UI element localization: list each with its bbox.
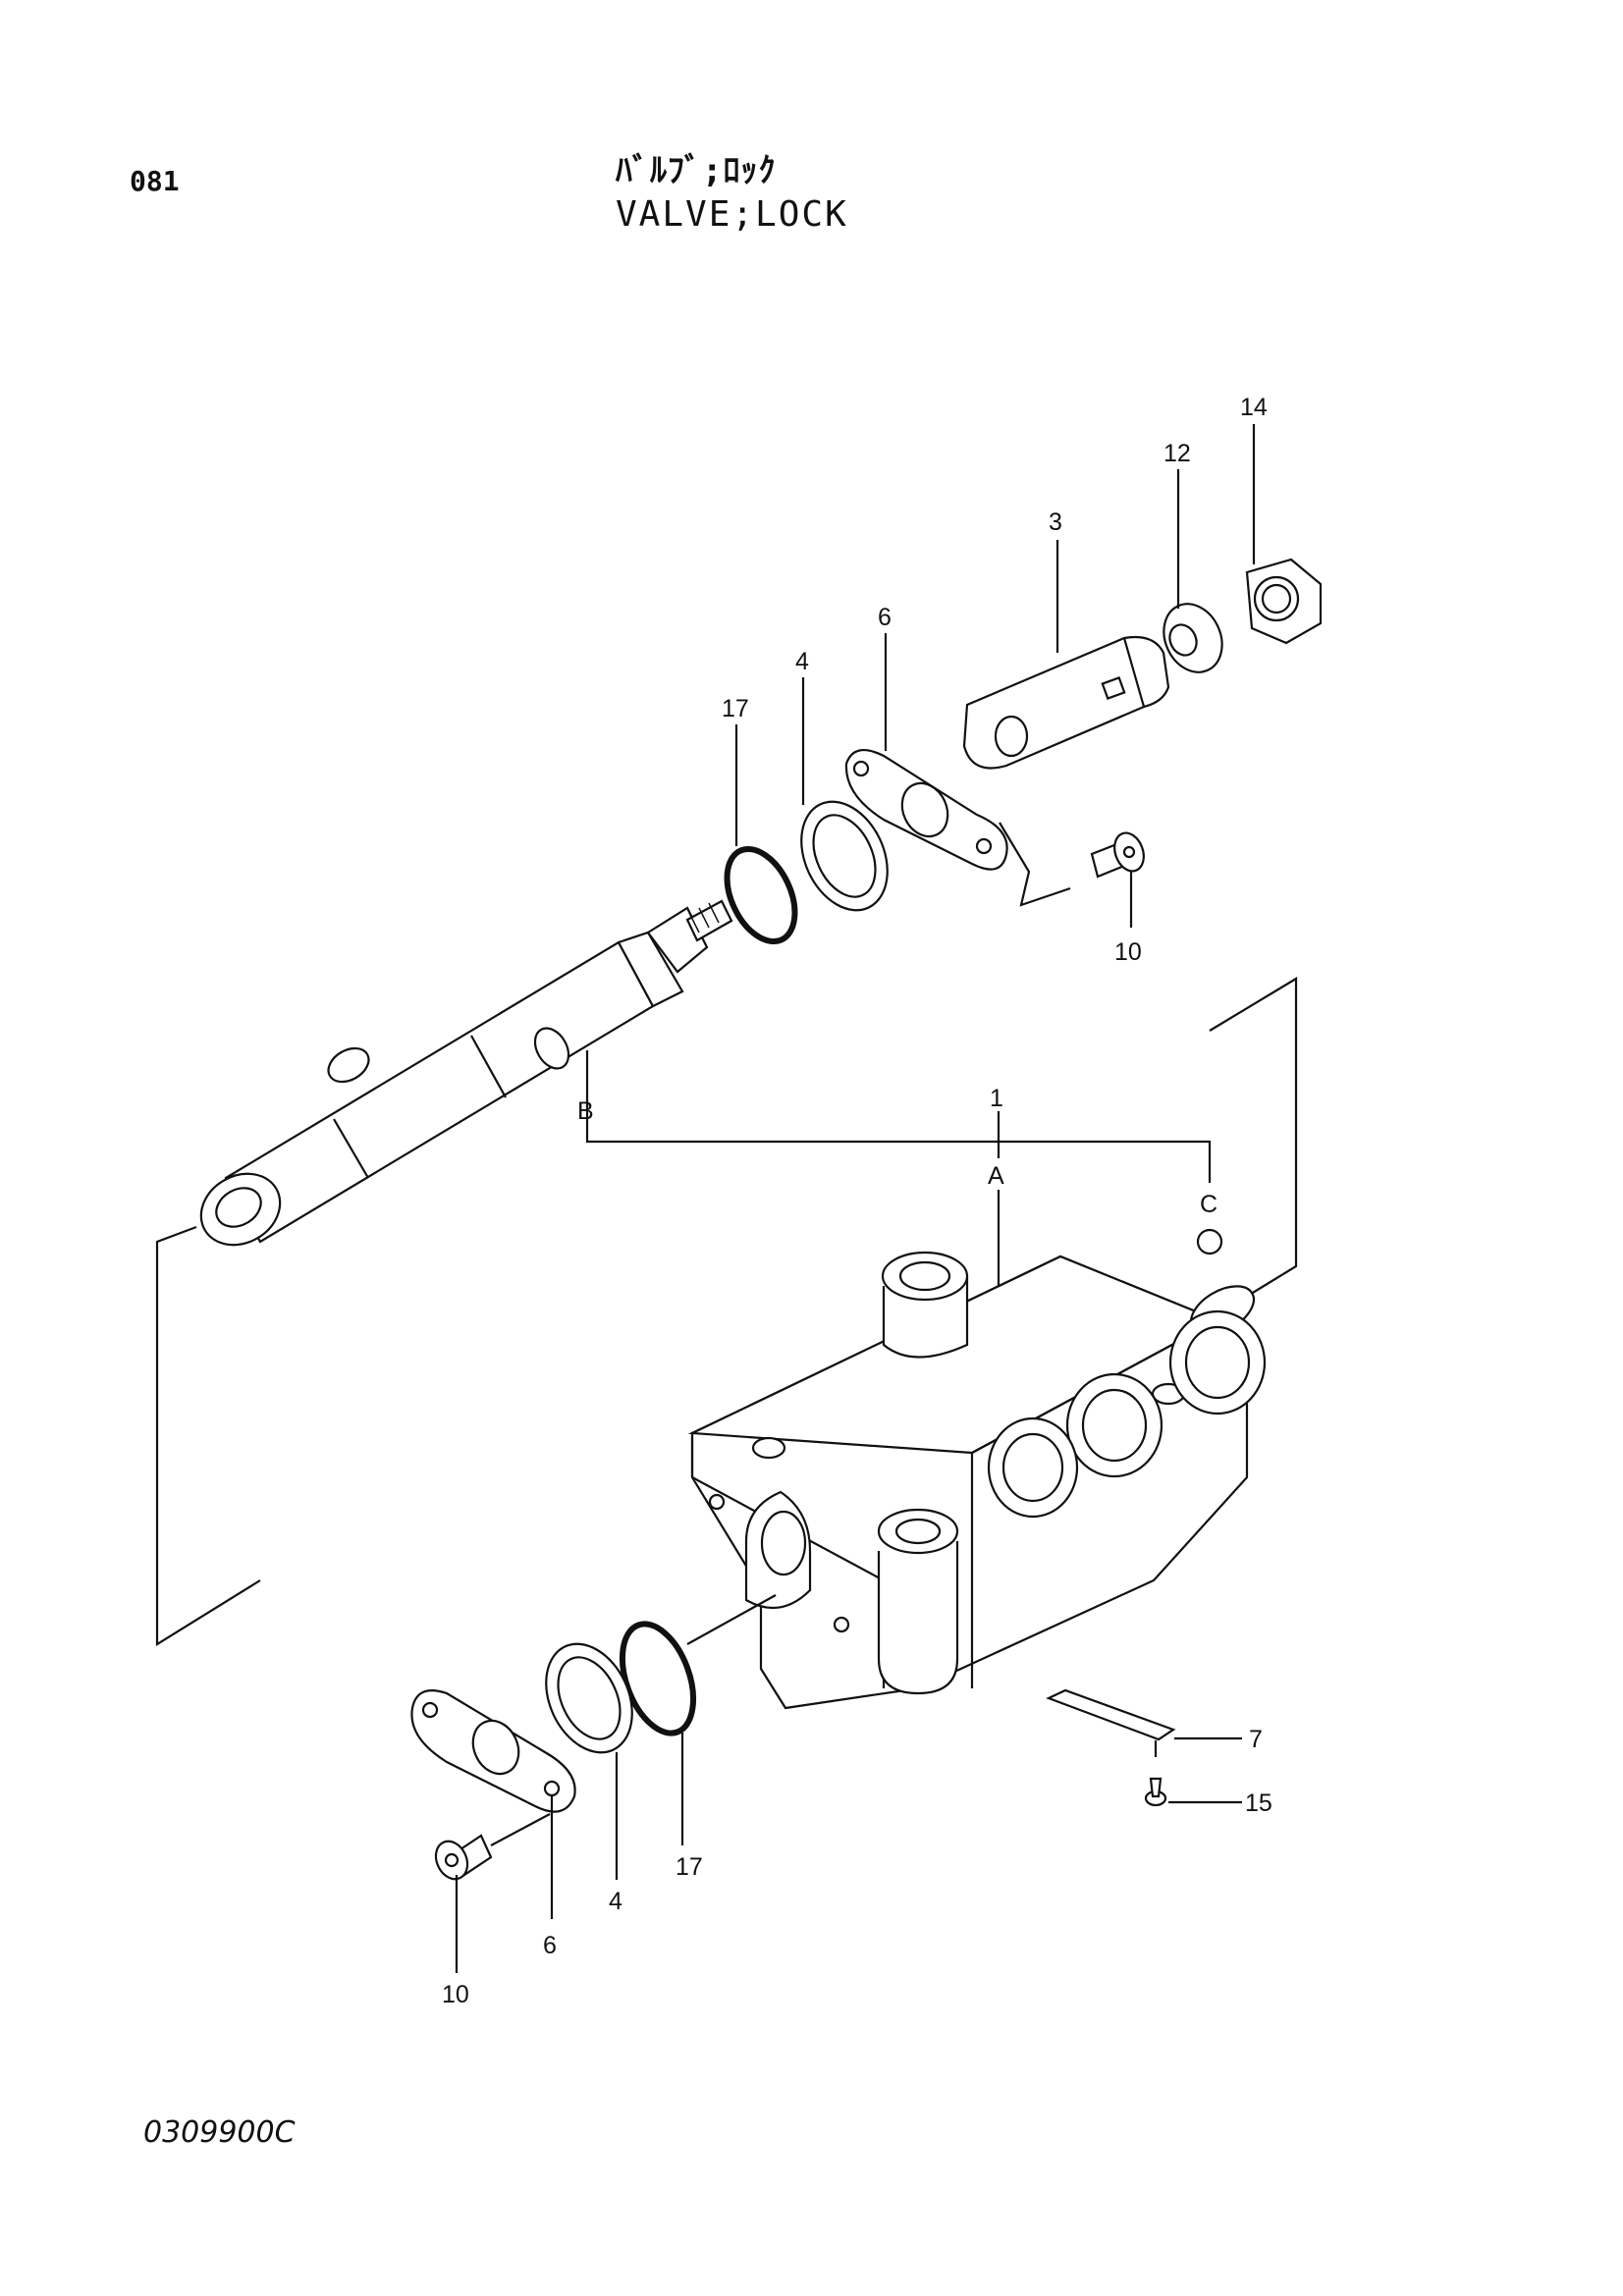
spool-part: [199, 899, 733, 1247]
snap-ring-12: [1163, 603, 1223, 673]
callout-14: 14: [1240, 394, 1268, 421]
callout-10-top: 10: [1114, 938, 1142, 966]
callout-1: 1: [990, 1085, 1003, 1112]
callout-10-bottom: 10: [442, 1981, 469, 2008]
lever-3: [962, 635, 1170, 770]
callout-7: 7: [1249, 1726, 1263, 1753]
flange-plate-6-bottom: [410, 1689, 576, 1813]
callout-6-bottom: 6: [543, 1932, 557, 1959]
reference-letter-c: C: [1200, 1191, 1217, 1218]
flange-plate-6-top: [844, 748, 1008, 871]
seal-ring-4-bottom: [545, 1642, 633, 1754]
name-plate-7: [1046, 1688, 1176, 1741]
bolt-10-bottom: [434, 1834, 493, 1881]
callout-17-bottom: 17: [676, 1853, 703, 1881]
callout-3: 3: [1049, 508, 1062, 536]
reference-point-c: [1196, 1228, 1223, 1255]
nut-14: [1245, 558, 1323, 645]
page-number: 081: [130, 165, 180, 197]
callout-6-top: 6: [878, 604, 892, 631]
bolt-10-top: [1090, 831, 1145, 879]
o-ring-17-top: [724, 845, 798, 945]
callout-4-bottom: 4: [609, 1888, 622, 1915]
valve-body-1: [687, 1251, 1267, 1710]
seal-ring-4-top: [800, 800, 889, 912]
callout-4-top: 4: [795, 648, 809, 675]
title-japanese: ﾊﾞﾙﾌﾞ;ﾛｯｸ: [616, 151, 777, 190]
reference-letter-a: A: [988, 1162, 1004, 1190]
reference-lines: [155, 822, 1298, 1646]
drawing-code: 0309900C: [143, 2115, 296, 2150]
callout-12: 12: [1163, 440, 1191, 467]
title-english: VALVE;LOCK: [616, 194, 848, 235]
reference-letter-b: B: [577, 1097, 594, 1125]
leader-lines: [455, 424, 1256, 1973]
callout-17-top: 17: [722, 695, 749, 722]
callout-15: 15: [1245, 1789, 1272, 1817]
screw-15: [1144, 1777, 1167, 1807]
